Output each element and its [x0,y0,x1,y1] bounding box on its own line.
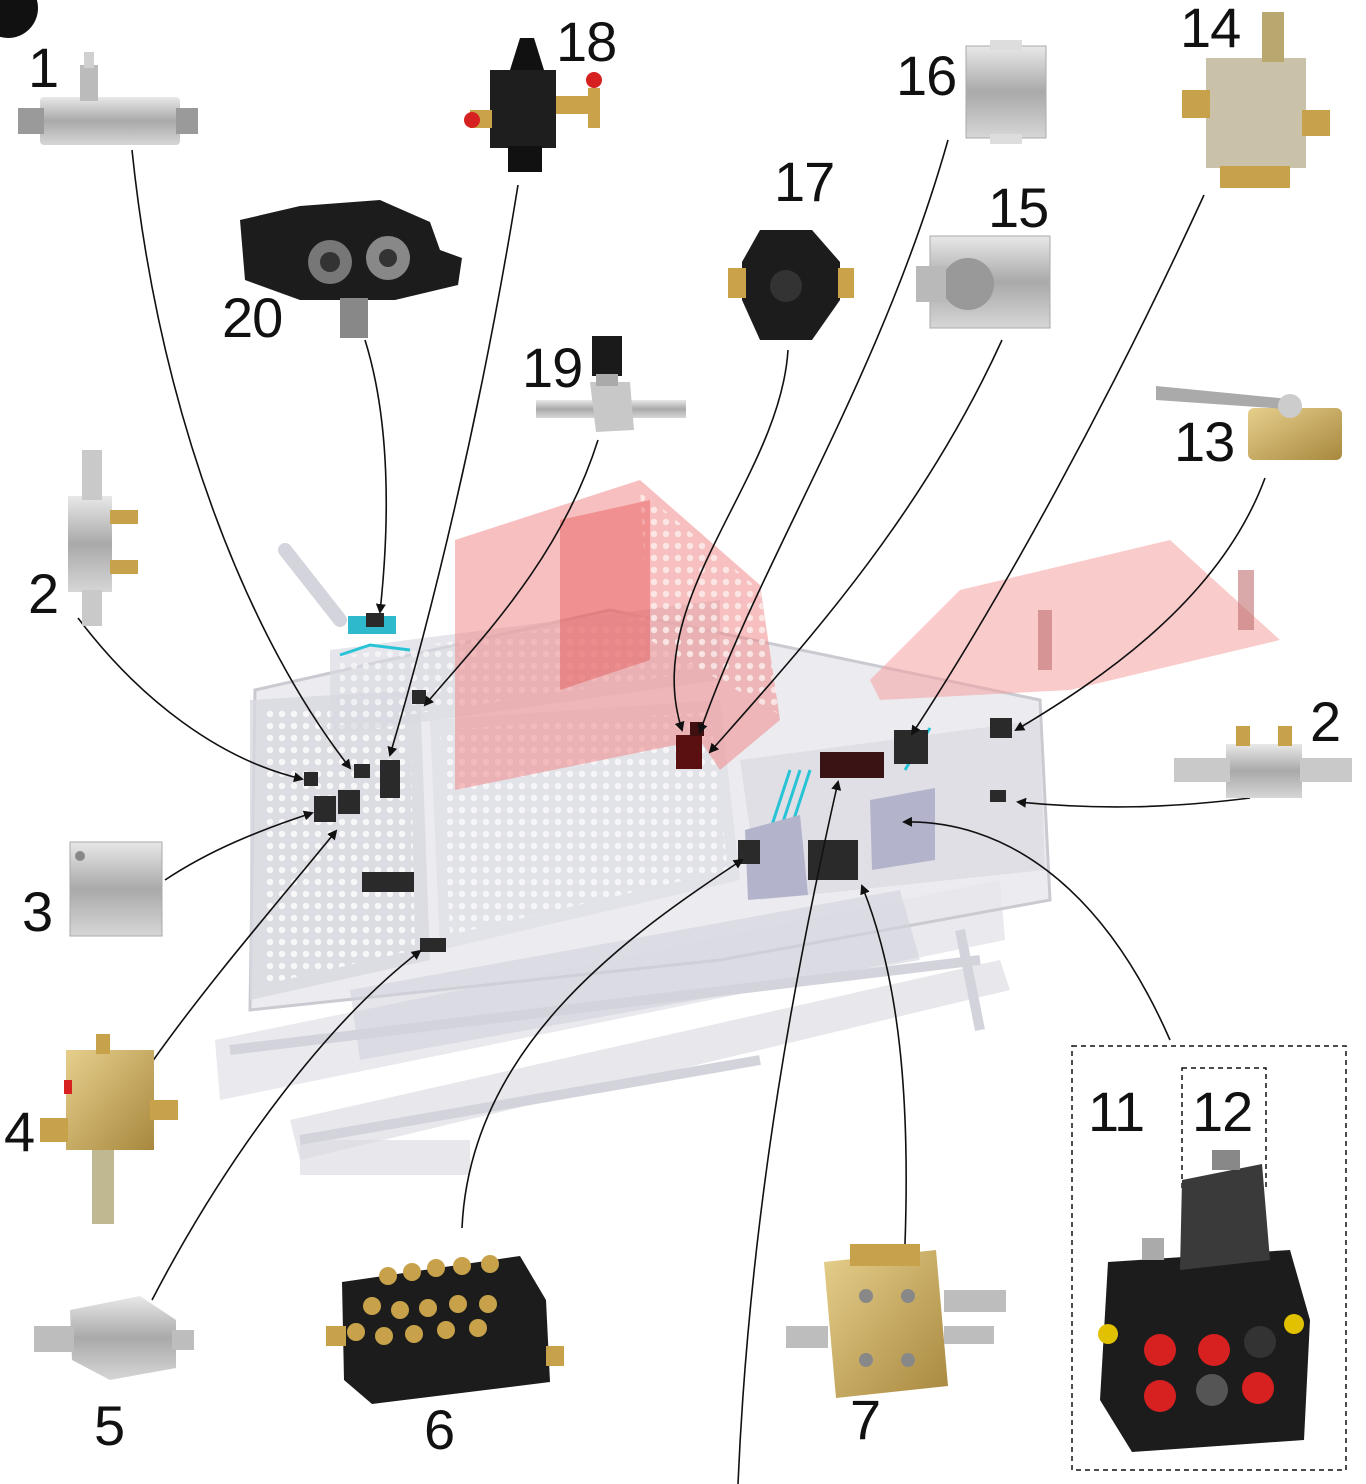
part-17-icon [728,230,854,340]
label-7: 7 [850,1388,881,1451]
part-7-icon [786,1244,1006,1398]
part-2b-icon [1174,726,1352,798]
label-15: 15 [988,176,1049,239]
label-2b: 2 [1310,690,1341,753]
part-1-icon [18,52,198,145]
label-11: 11 [1088,1080,1145,1143]
safety-guard [455,480,1280,790]
part-4-icon [40,1034,178,1224]
part-2a-icon [68,450,138,626]
corner-badge [0,0,38,38]
part-15-icon [916,235,1051,329]
label-2a: 2 [28,562,59,625]
part-3-icon [69,841,163,937]
part-20-icon [240,200,462,338]
label-12: 12 [1192,1080,1253,1143]
group-box-11 [1071,1045,1347,1471]
leader-lines [77,139,1266,1484]
part-18-icon [464,38,602,172]
label-17: 17 [774,150,835,213]
label-1: 1 [28,36,59,99]
part-19-icon [536,336,686,432]
machine-components [304,613,1012,952]
label-16: 16 [896,44,957,107]
label-3: 3 [22,880,53,943]
label-6: 6 [424,1398,455,1461]
part-12-icon [1180,1150,1270,1270]
label-19: 19 [522,336,583,399]
part-16-icon [965,40,1047,144]
label-14: 14 [1180,0,1241,59]
label-20: 20 [222,286,283,349]
label-13: 13 [1174,410,1235,473]
part-13-icon [1156,386,1342,460]
part-5-icon [34,1296,194,1380]
label-4: 4 [4,1100,35,1163]
part-11-icon [1098,1238,1310,1452]
part-6-icon [326,1255,564,1404]
label-18: 18 [556,10,617,73]
label-5: 5 [94,1394,125,1457]
part-14-icon [1182,12,1330,188]
